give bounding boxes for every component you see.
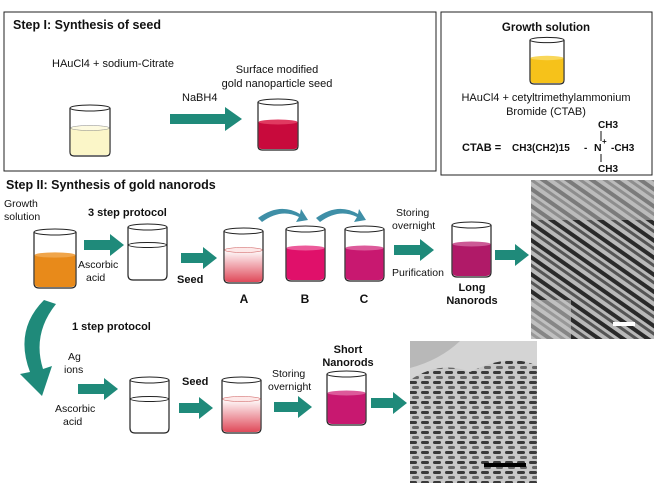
beaker-seed: [257, 98, 299, 151]
ctab-dash: -: [584, 143, 587, 154]
arrow-growth-to-ascorbic: [84, 234, 124, 256]
beaker-seed-precursor: [69, 104, 111, 157]
short-nanorods-tem-image: [410, 341, 537, 483]
arrow-1step: [78, 378, 118, 400]
beaker-clear-2: [129, 376, 170, 434]
ctab-methyl: -CH3: [611, 143, 635, 154]
beaker-c-label: C: [360, 292, 369, 306]
protocol1-label: 1 step protocol: [72, 321, 151, 333]
step1-box: [3, 11, 437, 172]
curved-arrow-b-c: [316, 208, 366, 222]
beaker-seed-bottom: [221, 376, 262, 434]
ag-label-2: ions: [64, 364, 83, 376]
ag-label-1: Ag: [68, 351, 81, 363]
beaker-long-nanorods: [451, 221, 492, 278]
beaker-a-label: A: [240, 292, 249, 306]
short-label-2: Nanorods: [322, 357, 373, 369]
growth-solution-label-1: Growth: [4, 198, 38, 210]
ascorbic-bottom-1: Ascorbic: [55, 403, 95, 415]
storing-label-2: overnight: [392, 220, 435, 232]
scale-bar-long: [613, 322, 635, 326]
step2-title: Step II: Synthesis of gold nanorods: [6, 178, 216, 192]
ctab-label: CTAB =: [462, 142, 501, 154]
storing-bottom-2: overnight: [268, 381, 311, 393]
beaker-a: [223, 227, 264, 284]
ctab-top-methyl: CH3: [598, 120, 618, 131]
ctab-nitrogen: N: [594, 142, 602, 154]
ctab-charge: +: [602, 137, 607, 146]
beaker-clear-1: [127, 223, 168, 281]
seed-label-bottom: Seed: [182, 376, 208, 388]
storing-bottom-1: Storing: [272, 368, 305, 380]
product-label-1: Surface modified: [236, 64, 319, 76]
protocol3-label: 3 step protocol: [88, 207, 167, 219]
arrow-to-seed-bottom: [179, 397, 213, 419]
growth-line2: Bromide (CTAB): [506, 106, 586, 118]
ascorbic-label-2: acid: [86, 272, 105, 284]
seed-label: Seed: [177, 274, 203, 286]
purification-label: Purification: [392, 267, 444, 279]
arrow-to-long: [394, 239, 434, 261]
beaker-b: [285, 225, 326, 282]
ascorbic-label-1: Ascorbic: [78, 259, 118, 271]
long-label-2: Nanorods: [446, 295, 497, 307]
ctab-chain: CH3(CH2)15: [512, 143, 570, 154]
beaker-short-nanorods: [326, 370, 367, 426]
long-label-1: Long: [459, 282, 486, 294]
arrow-to-long-image: [495, 244, 529, 266]
beaker-growth-solution: [529, 36, 565, 85]
beaker-growth-orange: [33, 228, 77, 289]
reductant-label: NaBH4: [182, 92, 217, 104]
arrow-to-short-image: [371, 392, 407, 414]
storing-label-1: Storing: [396, 207, 429, 219]
short-label-1: Short: [334, 344, 363, 356]
scale-bar-short: [484, 463, 526, 467]
curved-arrow-a-b: [258, 208, 308, 222]
ascorbic-bottom-2: acid: [63, 416, 82, 428]
growth-title: Growth solution: [502, 22, 590, 34]
arrow-step1: [170, 107, 242, 131]
growth-line1: HAuCl4 + cetyltrimethylammonium: [461, 92, 630, 104]
product-label-2: gold nanoparticle seed: [222, 78, 333, 90]
arrow-to-beaker-a: [181, 247, 217, 269]
beaker-b-label: B: [301, 292, 310, 306]
growth-solution-label-2: solution: [4, 211, 40, 223]
ctab-bottom-methyl: CH3: [598, 164, 618, 175]
curved-arrow-down: [20, 300, 56, 396]
step1-title: Step I: Synthesis of seed: [13, 18, 161, 32]
arrow-to-short: [274, 396, 312, 418]
long-nanorods-tem-image: [531, 180, 654, 339]
beaker-c: [344, 225, 385, 282]
step1-reactants: HAuCl4 + sodium-Citrate: [52, 58, 174, 70]
growth-box: [440, 11, 653, 176]
